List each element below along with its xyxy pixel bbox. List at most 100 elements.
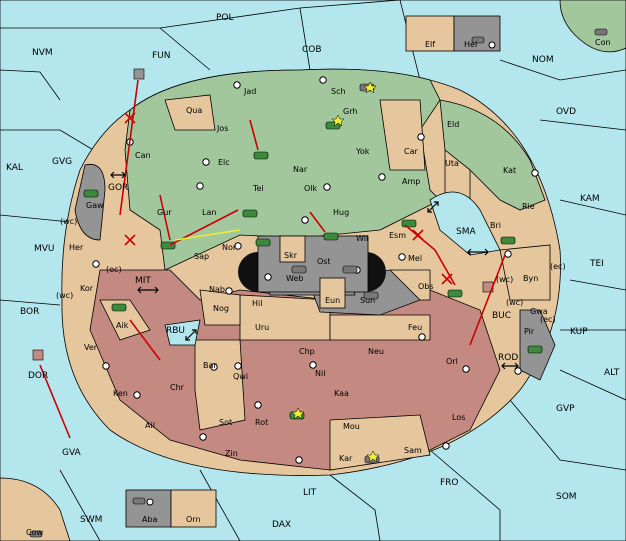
- label-Cow: Cow: [26, 528, 43, 537]
- label-DAX: DAX: [272, 520, 291, 530]
- label-Sun: Sun: [360, 296, 375, 305]
- label-Los: Los: [452, 413, 465, 422]
- passage-arrows: [110, 171, 519, 370]
- territory-labels: POL NVM FUN COB NOM OVD KAL GVG KAM TEI …: [6, 13, 620, 537]
- label-Ver: Ver: [84, 343, 98, 352]
- label-Aba: Aba: [142, 515, 158, 524]
- label-Lan: Lan: [202, 208, 216, 217]
- label-Kor: Kor: [80, 284, 94, 293]
- label-Grh: Grh: [343, 107, 357, 116]
- label-Nar: Nar: [293, 165, 308, 174]
- label-Olk: Olk: [304, 184, 318, 193]
- label-wc-3: (wc): [496, 275, 513, 284]
- label-GVA: GVA: [62, 448, 82, 458]
- label-Wil: Wil: [356, 234, 368, 243]
- label-TEI: TEI: [589, 259, 604, 269]
- label-Ken: Ken: [113, 389, 128, 398]
- label-Con: Con: [595, 38, 611, 47]
- label-Mou: Mou: [343, 422, 360, 431]
- label-Nor: Nor: [222, 243, 237, 252]
- label-KAM: KAM: [580, 194, 600, 204]
- label-wc-1: (wc): [60, 217, 77, 226]
- label-Orl: Orl: [446, 357, 458, 366]
- label-Tel: Tel: [252, 184, 264, 193]
- label-Skr: Skr: [284, 251, 298, 260]
- label-Byn: Byn: [523, 274, 538, 283]
- label-Nil: Nil: [315, 369, 325, 378]
- label-wc-4: (wc): [506, 298, 523, 307]
- label-COB: COB: [302, 45, 322, 55]
- label-Zin: Zin: [225, 449, 238, 458]
- label-ec-2: (ec): [550, 262, 566, 271]
- label-Ail: Ail: [145, 421, 155, 430]
- label-MIT: MIT: [135, 276, 151, 286]
- label-NOM: NOM: [532, 55, 554, 65]
- label-Gaw: Gaw: [86, 201, 104, 210]
- label-POL: POL: [216, 13, 234, 23]
- label-Hug: Hug: [333, 208, 349, 217]
- label-Mel: Mel: [408, 254, 422, 263]
- label-GVG: GVG: [52, 157, 72, 167]
- label-Esm: Esm: [389, 231, 406, 240]
- label-Hil: Hil: [252, 299, 262, 308]
- label-KAL: KAL: [6, 163, 23, 173]
- label-FRO: FRO: [440, 478, 459, 488]
- order-arrows: [39, 79, 506, 439]
- label-BOR: BOR: [20, 307, 39, 317]
- label-Uru: Uru: [255, 323, 269, 332]
- label-Bri: Bri: [490, 221, 501, 230]
- label-Car: Car: [404, 147, 418, 156]
- label-SWM: SWM: [80, 515, 102, 525]
- supply-centers: [92, 41, 539, 506]
- label-Qwi: Qwi: [233, 372, 248, 381]
- label-BUC: BUC: [492, 311, 511, 321]
- label-Ost: Ost: [317, 257, 331, 266]
- label-Bar: Bar: [203, 361, 217, 370]
- label-MVU: MVU: [34, 244, 55, 254]
- label-Kaa: Kaa: [334, 389, 349, 398]
- skr-box: [279, 235, 306, 263]
- label-Chr: Chr: [170, 383, 185, 392]
- label-LIT: LIT: [303, 488, 317, 498]
- label-DOR: DOR: [28, 371, 48, 381]
- tan-territories: [99, 94, 551, 471]
- label-Obs: Obs: [418, 282, 434, 291]
- label-Chp: Chp: [299, 347, 315, 356]
- label-Kar: Kar: [339, 454, 353, 463]
- label-Elf: Elf: [425, 40, 435, 49]
- label-RBU: RBU: [166, 326, 185, 336]
- label-Jad: Jad: [243, 87, 256, 96]
- label-Rie: Rie: [522, 202, 535, 211]
- label-ec-3: (ec): [540, 315, 556, 324]
- label-Orn: Orn: [186, 515, 201, 524]
- label-Her: Her: [69, 243, 84, 252]
- label-Aik: Aik: [116, 321, 129, 330]
- label-Sam: Sam: [404, 446, 422, 455]
- label-OVD: OVD: [556, 107, 576, 117]
- label-Kat: Kat: [503, 166, 516, 175]
- central-gray: [257, 235, 369, 293]
- inner-sea-rbu: [164, 319, 201, 346]
- label-Qua: Qua: [186, 106, 202, 115]
- label-Uta: Uta: [445, 159, 459, 168]
- label-Eld: Eld: [447, 120, 459, 129]
- label-ec-1: (ec): [106, 265, 122, 274]
- label-Nog: Nog: [213, 304, 229, 313]
- label-KUP: KUP: [570, 327, 588, 337]
- eun-box: [319, 277, 346, 309]
- label-Jos: Jos: [216, 124, 228, 133]
- green-east: [439, 99, 546, 211]
- label-Gur: Gur: [157, 208, 172, 217]
- label-FUN: FUN: [152, 51, 171, 61]
- label-Rot: Rot: [255, 418, 268, 427]
- label-Elc: Elc: [218, 158, 230, 167]
- label-Hel: Hel: [464, 40, 477, 49]
- label-wc-2: (wc): [56, 291, 73, 300]
- label-SOM: SOM: [556, 492, 577, 502]
- label-Feu: Feu: [408, 323, 422, 332]
- label-Sot: Sot: [219, 418, 232, 427]
- label-Sap: Sap: [194, 252, 209, 261]
